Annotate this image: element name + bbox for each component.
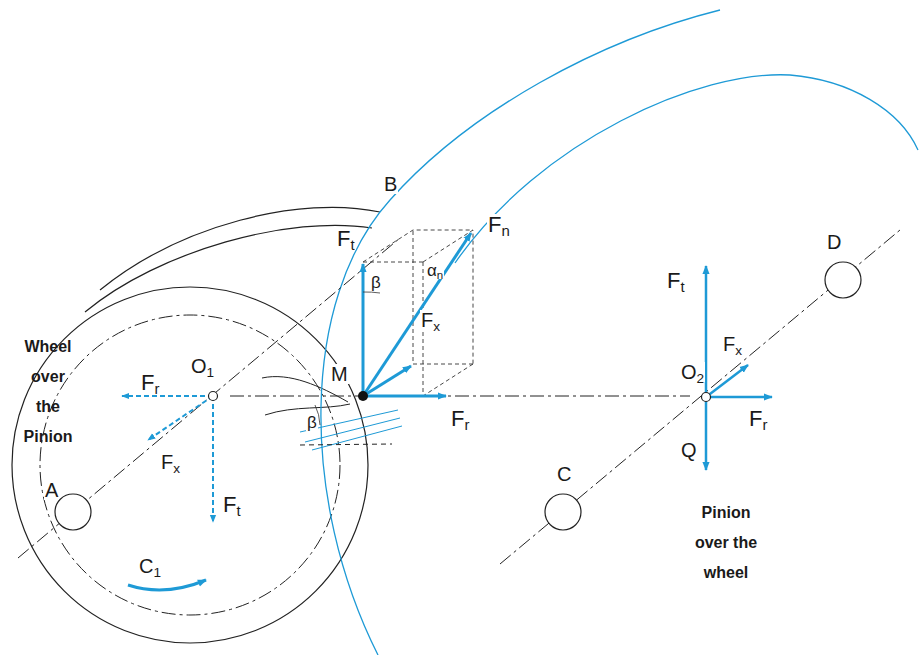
symbol-subscript: n [437, 269, 443, 281]
gear-caption: Pinion over the wheel [692, 498, 760, 588]
symbol-subscript: x [735, 343, 742, 358]
gear-caption: Wheel over the Pinion [16, 332, 80, 452]
symbol-main: O [681, 361, 697, 383]
symbol-subscript: r [464, 416, 469, 433]
angle-arc [363, 292, 380, 293]
force-label: β [306, 414, 318, 431]
force-label: D [826, 232, 842, 252]
symbol-subscript: r [154, 380, 159, 397]
symbol-main: F [223, 492, 236, 517]
helix-line [300, 410, 402, 450]
symbol-main: F [723, 333, 735, 355]
force-arrow [705, 397, 708, 470]
symbol-main: C [139, 555, 153, 577]
force-arrow [362, 264, 365, 396]
torque-arrow [128, 580, 206, 590]
force-label: Fr [140, 372, 160, 394]
pinion-back-edge [85, 225, 372, 312]
force-label: Fr [450, 408, 470, 430]
symbol-main: F [488, 212, 501, 237]
pinion-pitch-circle [40, 315, 340, 615]
force-label: B [383, 174, 398, 194]
force-label: C1 [138, 556, 162, 576]
symbol-main: F [141, 370, 154, 395]
symbol-subscript: 2 [697, 371, 705, 386]
force-box [363, 230, 473, 396]
symbol-main: F [667, 268, 680, 293]
bearing-symbol [825, 262, 861, 298]
symbol-main: F [337, 226, 350, 251]
force-arrow [122, 395, 213, 397]
symbol-subscript: t [680, 278, 684, 295]
symbol-main: F [749, 406, 762, 431]
force-label: Fn [487, 214, 511, 236]
symbol-subscript: t [350, 236, 354, 253]
force-label: A [44, 480, 59, 500]
force-label: Ft [222, 494, 242, 516]
force-label: M [330, 364, 349, 384]
force-arrow [706, 396, 772, 399]
centre-line [230, 396, 690, 397]
force-arrow [363, 366, 411, 396]
bearing-symbol [55, 494, 91, 530]
symbol-main: F [421, 309, 433, 331]
force-arrow [148, 396, 213, 440]
symbol-main: F [161, 451, 173, 473]
symbol-main: O [191, 355, 207, 377]
force-arrow [363, 395, 446, 398]
dashed-line [300, 444, 392, 445]
force-label: Fx [722, 334, 743, 354]
force-label: β [370, 274, 382, 291]
force-label: Ft [666, 270, 686, 292]
symbol-subscript: 1 [153, 565, 161, 580]
force-label: Q [680, 440, 698, 460]
force-label: C [556, 464, 572, 484]
force-arrow [705, 266, 708, 397]
symbol-subscript: 1 [207, 365, 215, 380]
wheel-axis [500, 230, 900, 564]
pinion-axis [18, 238, 400, 558]
symbol-subscript: x [173, 461, 180, 476]
force-arrow [706, 365, 748, 397]
symbol-subscript: x [433, 319, 440, 334]
contact-point [358, 391, 368, 401]
wheel-outline [321, 10, 720, 655]
force-label: Fx [160, 452, 181, 472]
force-label: Fr [748, 408, 768, 430]
symbol-subscript: n [501, 222, 509, 239]
force-arrow [212, 396, 214, 522]
force-label: αn [426, 262, 444, 279]
force-label: Ft [336, 228, 356, 250]
pinion-face [12, 287, 368, 643]
force-arrow [363, 233, 471, 396]
pinion-back-edge [100, 207, 380, 290]
bearing-symbol [545, 494, 581, 530]
force-label: O2 [680, 362, 705, 382]
force-label: O1 [190, 356, 215, 376]
symbol-subscript: t [236, 502, 240, 519]
symbol-subscript: r [762, 416, 767, 433]
shaft-centre [702, 393, 711, 402]
force-label: Fx [420, 310, 441, 330]
shaft-centre [209, 392, 218, 401]
symbol-main: F [451, 406, 464, 431]
wheel-outline [455, 75, 918, 263]
symbol-main: α [427, 261, 437, 280]
